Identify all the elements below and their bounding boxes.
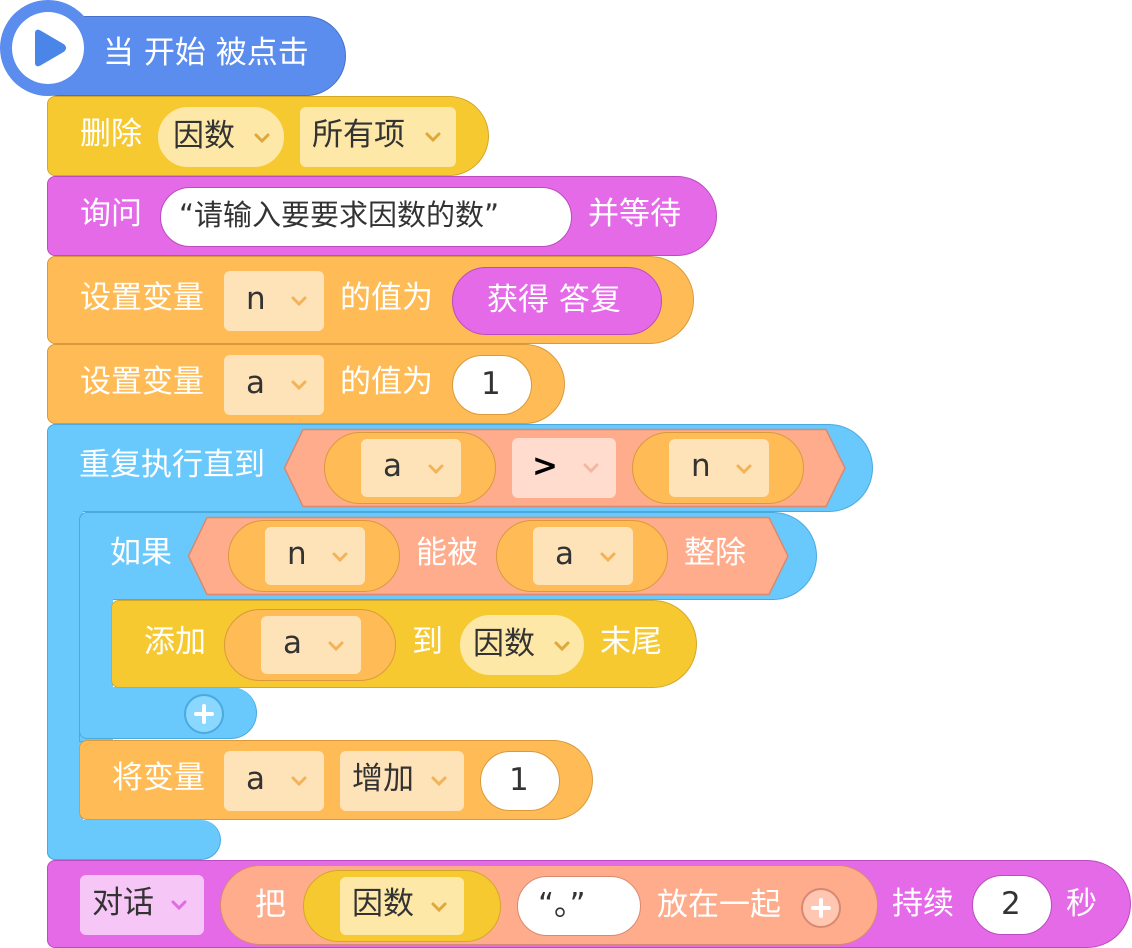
- change-variable-block[interactable]: 将变量 a 增加 1: [79, 740, 593, 820]
- value-input[interactable]: 1: [452, 355, 532, 415]
- add-to-label: 到: [412, 624, 443, 660]
- list-reporter[interactable]: 因数: [303, 870, 501, 942]
- ask-suffix: 并等待: [588, 196, 681, 232]
- join-suffix: 放在一起: [657, 887, 781, 923]
- ask-label: 询问: [80, 196, 142, 232]
- set-variable-a-block[interactable]: 设置变量 a 的值为 1: [47, 344, 565, 424]
- operator-dropdown[interactable]: >: [512, 438, 616, 498]
- add-argument-button[interactable]: [801, 888, 841, 928]
- chevron-down-icon: [291, 380, 307, 391]
- set-variable-n-block[interactable]: 设置变量 n 的值为 获得 答复: [47, 256, 694, 344]
- variable-dropdown-n[interactable]: n: [265, 527, 365, 585]
- set-middle: 的值为: [340, 280, 433, 316]
- delete-label: 删除: [80, 116, 142, 152]
- variable-dropdown-n[interactable]: n: [224, 271, 324, 331]
- separator-input[interactable]: “。”: [517, 876, 641, 936]
- question-input[interactable]: “请输入要要求因数的数”: [160, 187, 572, 247]
- divisible-suffix: 整除: [684, 535, 746, 571]
- add-else-button[interactable]: [184, 694, 224, 734]
- chevron-down-icon: [431, 902, 447, 913]
- chevron-down-icon: [428, 464, 444, 475]
- add-label: 添加: [144, 624, 206, 660]
- chevron-down-icon: [171, 900, 187, 911]
- chevron-down-icon: [600, 552, 616, 563]
- chevron-down-icon: [554, 641, 570, 652]
- set-label: 设置变量: [80, 364, 204, 400]
- variable-dropdown-a[interactable]: a: [224, 751, 324, 811]
- list-dropdown[interactable]: 因数: [158, 107, 284, 167]
- chevron-down-icon: [425, 132, 441, 143]
- seconds-input[interactable]: 2: [972, 875, 1052, 935]
- variable-dropdown-a[interactable]: a: [533, 527, 633, 585]
- chevron-down-icon: [291, 296, 307, 307]
- reporter-n[interactable]: n: [228, 520, 400, 592]
- chevron-down-icon: [291, 776, 307, 787]
- join-prefix: 把: [255, 887, 286, 923]
- seconds-unit: 秒: [1066, 886, 1097, 922]
- join-list-reporter[interactable]: 把 因数 “。” 放在一起: [220, 865, 878, 945]
- plus-icon: [811, 898, 831, 918]
- plus-icon: [194, 704, 214, 724]
- chevron-down-icon: [332, 552, 348, 563]
- variable-dropdown-a[interactable]: a: [261, 616, 361, 674]
- variable-dropdown-n[interactable]: n: [669, 439, 769, 497]
- say-type-dropdown[interactable]: 对话: [80, 875, 204, 935]
- set-label: 设置变量: [80, 280, 204, 316]
- add-suffix: 末尾: [600, 624, 662, 660]
- chevron-down-icon: [583, 463, 599, 474]
- variable-dropdown-a[interactable]: a: [224, 355, 324, 415]
- divisible-middle: 能被: [416, 535, 478, 571]
- play-icon: [35, 29, 66, 67]
- reporter-a[interactable]: a: [324, 432, 496, 504]
- when-start-clicked-hat[interactable]: 当 开始 被点击: [0, 0, 346, 96]
- chevron-down-icon: [254, 133, 270, 144]
- ask-and-wait-block[interactable]: 询问 “请输入要要求因数的数” 并等待: [47, 176, 717, 256]
- list-dropdown[interactable]: 因数: [340, 877, 464, 935]
- value-input[interactable]: 1: [480, 751, 560, 811]
- chevron-down-icon: [736, 464, 752, 475]
- chevron-down-icon: [431, 776, 447, 787]
- chevron-down-icon: [328, 641, 344, 652]
- if-label: 如果: [110, 535, 172, 571]
- change-label: 将变量: [112, 760, 205, 796]
- reporter-a[interactable]: a: [496, 520, 668, 592]
- duration-label: 持续: [892, 886, 954, 922]
- repeat-until-label: 重复执行直到: [79, 447, 265, 483]
- reporter-a[interactable]: a: [224, 609, 396, 681]
- list-dropdown[interactable]: 因数: [460, 615, 584, 675]
- option-dropdown[interactable]: 所有项: [300, 107, 456, 167]
- reporter-n[interactable]: n: [632, 432, 804, 504]
- say-for-secs-block[interactable]: 对话 把 因数 “。” 放在一起 持续 2 秒: [47, 860, 1131, 948]
- add-to-list-block[interactable]: 添加 a 到 因数 末尾: [111, 600, 697, 688]
- answer-reporter[interactable]: 获得 答复: [452, 267, 662, 335]
- change-op-dropdown[interactable]: 增加: [340, 751, 464, 811]
- hat-label: 当 开始 被点击: [103, 35, 309, 71]
- delete-all-block[interactable]: 删除 因数 所有项: [47, 96, 489, 176]
- variable-dropdown-a[interactable]: a: [361, 439, 461, 497]
- set-middle: 的值为: [340, 364, 433, 400]
